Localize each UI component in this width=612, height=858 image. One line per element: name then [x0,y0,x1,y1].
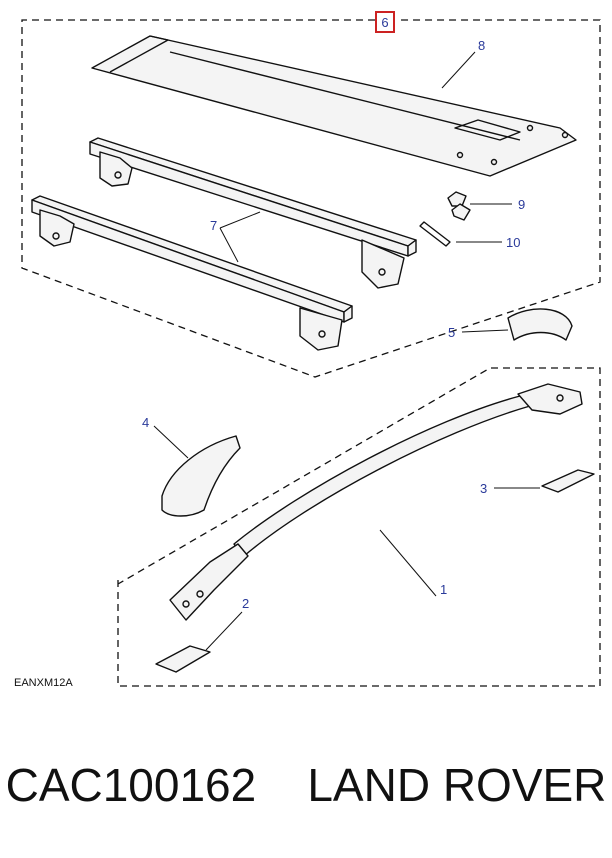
kit-boundary-upper [21,19,601,378]
callout-6: 6 [381,15,388,30]
end-cap-front-part [161,435,241,517]
callout-3: 3 [480,481,487,496]
callout-2: 2 [242,596,249,611]
diagram-code: EANXM12A [14,677,73,689]
rail-gasket-front-part [155,645,211,673]
callout-4: 4 [142,415,149,430]
kit-boundary-lower [117,367,601,687]
callout-1: 1 [440,582,447,597]
callout-5: 5 [448,325,455,340]
callout-10: 10 [506,235,520,250]
keys-part [447,191,471,221]
callout-7: 7 [210,218,217,233]
callout-9: 9 [518,197,525,212]
callout-6-highlight-box [375,11,395,33]
end-cap-rear-part [507,308,573,341]
rail-gasket-rear-part [541,469,595,493]
leader-lines [153,51,540,651]
parts-diagram: 6 8 7 9 10 5 4 3 2 1 EANXM12A [14,11,601,689]
side-rail-part [169,383,583,621]
part-number-caption: CAC100162 LAND ROVER [5,759,607,811]
callout-8: 8 [478,38,485,53]
cross-bar-front-part [31,195,353,351]
hex-key-part [419,221,451,247]
cross-bar-rear-part [89,137,417,289]
roof-bag-part [91,35,577,177]
